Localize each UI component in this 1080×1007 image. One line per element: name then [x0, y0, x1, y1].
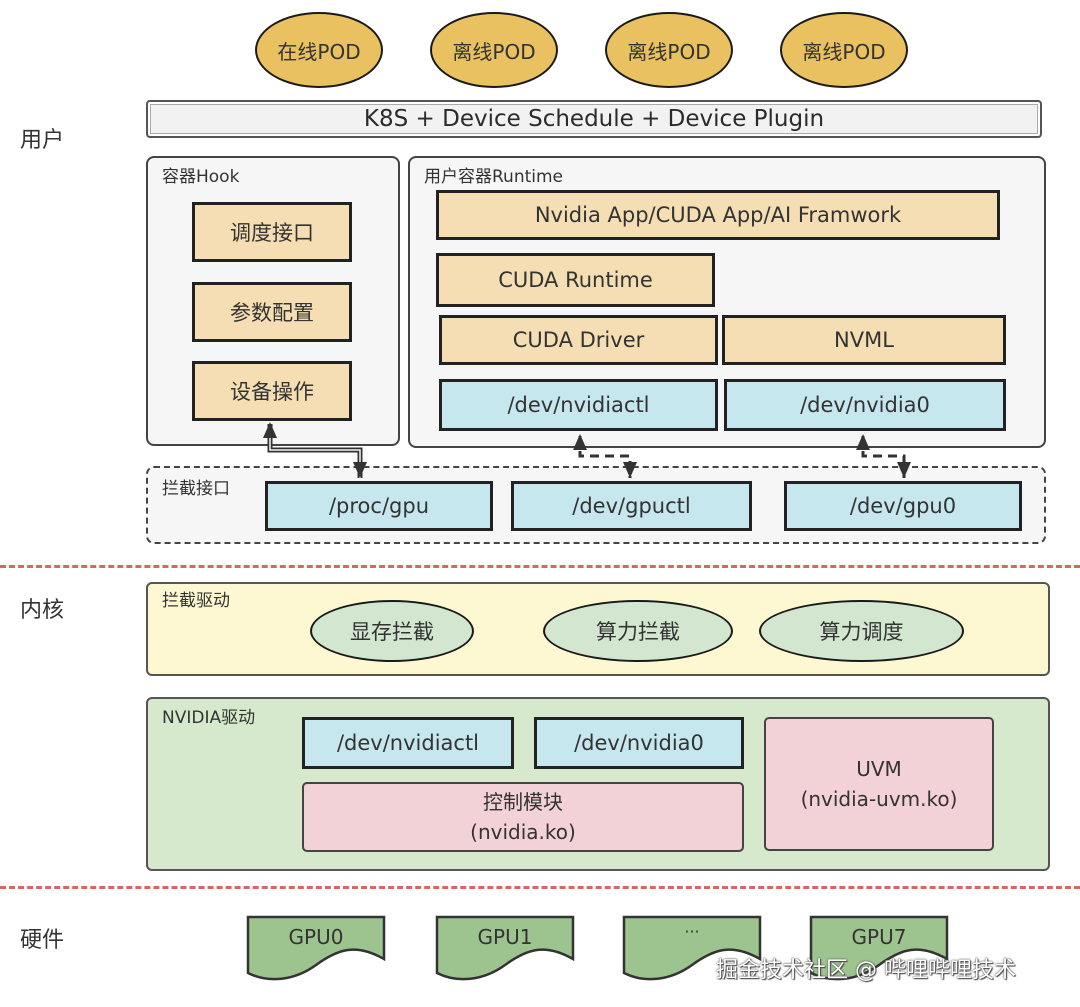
cuda-runtime-box: CUDA Runtime [436, 253, 715, 307]
uvm-ko: (nvidia-uvm.ko) [800, 787, 958, 811]
intercept-proc-gpu: /proc/gpu [265, 481, 493, 531]
gpu-label: GPU7 [851, 925, 907, 949]
intercept-dev-gpuctl: /dev/gpuctl [511, 481, 752, 531]
arrow-nvidia0-gpu0 [856, 434, 911, 478]
k8s-scheduler-bar: K8S + Device Schedule + Device Plugin [146, 100, 1042, 138]
intercept-driver-title: 拦截驱动 [162, 591, 230, 611]
control-module-ko: (nvidia.ko) [470, 820, 576, 844]
separator-kernel-hardware [0, 886, 1080, 889]
gpu-shape-icon [246, 915, 386, 981]
runtime-dev-nvidiactl: /dev/nvidiactl [439, 379, 718, 431]
driver-dev-nvidiactl: /dev/nvidiactl [302, 717, 514, 769]
layer-label-hardware: 硬件 [20, 928, 65, 953]
arrow-head-up-icon [263, 422, 277, 438]
container-hook-title: 容器Hook [162, 167, 240, 187]
uvm-box: UVM (nvidia-uvm.ko) [764, 717, 994, 851]
hook-param-config: 参数配置 [192, 282, 352, 342]
compute-scheduling: 算力调度 [759, 600, 964, 662]
arrow-head-down-icon [353, 462, 367, 478]
arrow-head-down-icon [897, 462, 911, 478]
pod-offline-1: 离线POD [430, 12, 558, 88]
cuda-driver-box: CUDA Driver [439, 315, 718, 365]
layer-label-kernel: 内核 [20, 598, 65, 623]
nvml-box: NVML [722, 315, 1006, 365]
gpu-card-0: GPU0 [246, 915, 386, 993]
gpu-label: GPU1 [477, 925, 533, 949]
arrow-nvidiactl-gpuctl [573, 434, 637, 478]
user-runtime-title: 用户容器Runtime [424, 167, 564, 187]
gpu-shape-icon [435, 915, 575, 981]
nvidia-driver-title: NVIDIA驱动 [162, 708, 256, 728]
separator-user-kernel [0, 565, 1080, 568]
arrow-head-up-icon [573, 434, 587, 450]
runtime-dev-nvidia0: /dev/nvidia0 [724, 379, 1006, 431]
layer-label-user: 用户 [20, 128, 65, 153]
pod-online: 在线POD [255, 12, 383, 88]
gpu-memory-intercept: 显存拦截 [310, 600, 474, 662]
gpu-card-ellipsis: ··· [622, 915, 762, 993]
hook-device-operation: 设备操作 [192, 361, 352, 421]
hook-schedule-interface: 调度接口 [192, 202, 352, 262]
intercept-dev-gpu0: /dev/gpu0 [784, 481, 1022, 531]
driver-dev-nvidia0: /dev/nvidia0 [534, 717, 744, 769]
arrow-hook-proc-gpu [263, 422, 367, 478]
control-module-label: 控制模块 [483, 790, 563, 814]
arrow-head-up-icon [856, 434, 870, 450]
gpu-card-7: GPU7 [809, 915, 949, 993]
gpu-shape-icon [622, 915, 762, 981]
pod-offline-2: 离线POD [605, 12, 733, 88]
gpu-card-1: GPU1 [435, 915, 575, 993]
pod-offline-3: 离线POD [780, 12, 908, 88]
gpu-label: GPU0 [288, 925, 344, 949]
watermark: 掘金技术社区 @ 哔哩哔哩技术 [716, 958, 1016, 983]
compute-intercept: 算力拦截 [543, 600, 733, 662]
gpu-shape-icon [809, 915, 949, 981]
app-framework-box: Nvidia App/CUDA App/AI Framwork [436, 190, 1000, 240]
intercept-interface-title: 拦截接口 [162, 479, 230, 499]
gpu-label: ··· [684, 921, 700, 941]
uvm-label: UVM [856, 757, 902, 781]
control-module-box: 控制模块 (nvidia.ko) [302, 782, 744, 852]
arrow-head-down-icon [623, 462, 637, 478]
